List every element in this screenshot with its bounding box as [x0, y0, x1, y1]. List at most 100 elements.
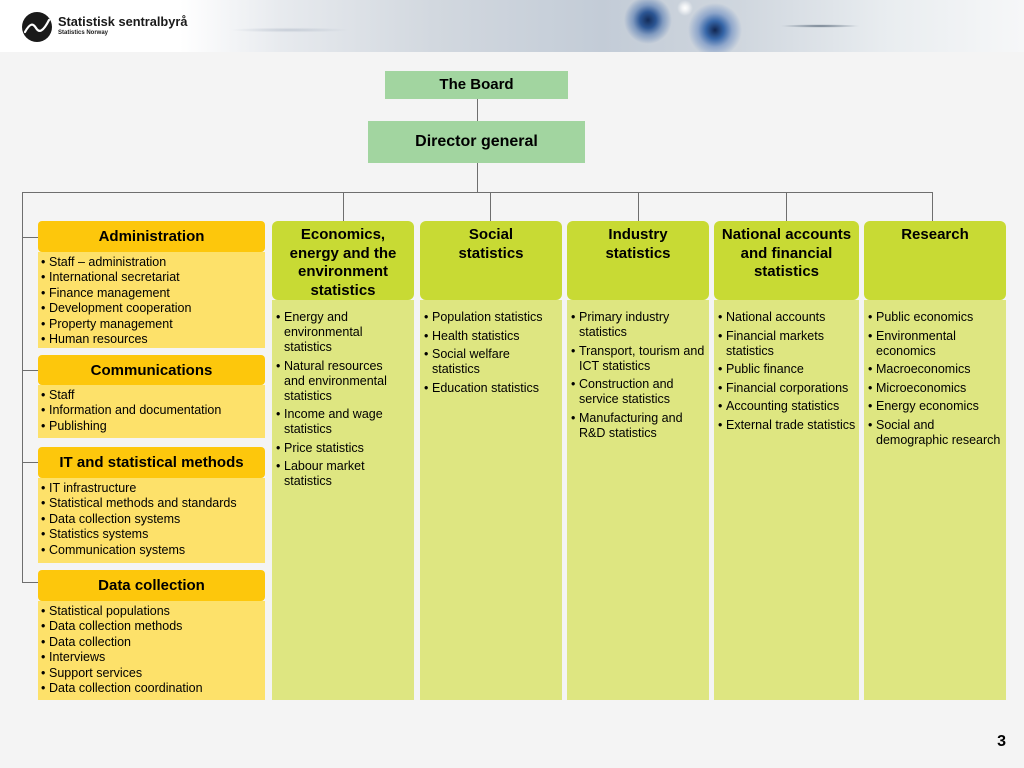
- staff-unit-item: Communication systems: [41, 543, 265, 559]
- department-header: National accounts and financial statisti…: [714, 221, 859, 300]
- department-item: Transport, tourism and ICT statistics: [571, 344, 707, 374]
- connector-staff-tick: [22, 582, 38, 583]
- page-number: 3: [997, 733, 1006, 750]
- staff-unit-item: Data collection methods: [41, 619, 265, 635]
- staff-unit-item: IT infrastructure: [41, 481, 265, 497]
- department-item: Energy economics: [868, 399, 1004, 414]
- connector-drop: [490, 192, 491, 221]
- department-item: Financial markets statistics: [718, 329, 857, 359]
- connector-staff-tick: [22, 370, 38, 371]
- staff-unit-item: Data collection: [41, 635, 265, 651]
- ssb-logo-icon: [22, 12, 52, 42]
- department-item: Public economics: [868, 310, 1004, 325]
- department-item: Environmental economics: [868, 329, 1004, 359]
- department-header: Social statistics: [420, 221, 562, 300]
- staff-unit-item: Staff – administration: [41, 255, 265, 271]
- department-research: Public economicsEnvironmental economicsM…: [864, 221, 1006, 700]
- staff-unit-body: Staff – administrationInternational secr…: [38, 252, 265, 348]
- logo-title: Statistisk sentralbyrå: [58, 14, 188, 29]
- department-item: Health statistics: [424, 329, 552, 344]
- department-item-list: Energy and environmental statisticsNatur…: [272, 300, 399, 489]
- connector-staff-tick: [22, 462, 38, 463]
- connector-director-down: [477, 163, 478, 192]
- staff-unit-item: Support services: [41, 666, 265, 682]
- staff-unit-header: Administration: [38, 221, 265, 252]
- staff-unit-item: Interviews: [41, 650, 265, 666]
- staff-unit-item: Human resources: [41, 332, 265, 348]
- department-item: External trade statistics: [718, 418, 857, 433]
- department-body: Population statisticsHealth statisticsSo…: [420, 300, 562, 700]
- staff-unit-item: Publishing: [41, 419, 265, 435]
- staff-unit-header: Data collection: [38, 570, 265, 601]
- department-title: Industry statistics: [605, 226, 671, 262]
- department-title: National accounts and financial statisti…: [721, 226, 852, 280]
- department-item: Labour market statistics: [276, 459, 399, 489]
- department-item-list: Public economicsEnvironmental economicsM…: [864, 300, 1004, 448]
- staff-unit-body: StaffInformation and documentationPublis…: [38, 385, 265, 438]
- department-item: Population statistics: [424, 310, 552, 325]
- department-item: Macroeconomics: [868, 362, 1004, 377]
- department-body: Public economicsEnvironmental economicsM…: [864, 300, 1006, 700]
- staff-unit-header: Communications: [38, 355, 265, 385]
- department-item: National accounts: [718, 310, 857, 325]
- staff-unit-item: Information and documentation: [41, 403, 265, 419]
- department-item: Financial corporations: [718, 381, 857, 396]
- staff-unit-item: Property management: [41, 317, 265, 333]
- department-item: Income and wage statistics: [276, 407, 399, 437]
- connector-drop: [638, 192, 639, 221]
- department-body: Primary industry statisticsTransport, to…: [567, 300, 709, 700]
- staff-unit-header: IT and statistical methods: [38, 447, 265, 478]
- staff-unit-title: Administration: [98, 228, 205, 245]
- staff-unit-title: Data collection: [98, 577, 205, 594]
- connector-staff-tick: [22, 237, 38, 238]
- department-header: Industry statistics: [567, 221, 709, 300]
- logo-subtitle: Statistics Norway: [58, 30, 109, 36]
- department-title: Economics, energy and the environment st…: [289, 226, 397, 299]
- connector-horizontal: [22, 192, 933, 193]
- department-item: Social welfare statistics: [424, 347, 552, 377]
- department-item-list: National accountsFinancial markets stati…: [714, 300, 857, 433]
- department-national-accounts-financial: National accountsFinancial markets stati…: [714, 221, 859, 700]
- department-item: Manufacturing and R&D statistics: [571, 411, 707, 441]
- connector-staff-spine: [22, 192, 23, 583]
- staff-unit-item: Data collection systems: [41, 512, 265, 528]
- department-item: Microeconomics: [868, 381, 1004, 396]
- staff-unit-item: International secretariat: [41, 270, 265, 286]
- staff-unit-item-list: Staff – administrationInternational secr…: [38, 252, 265, 348]
- connector-drop: [932, 192, 933, 221]
- department-body: National accountsFinancial markets stati…: [714, 300, 859, 700]
- director-general-box: Director general: [368, 121, 585, 163]
- department-item: Price statistics: [276, 441, 399, 456]
- staff-unit-item: Development cooperation: [41, 301, 265, 317]
- staff-unit-title: Communications: [90, 361, 213, 379]
- department-title: Research: [901, 226, 969, 243]
- board-box: The Board: [385, 71, 568, 99]
- staff-unit-data-collection: Data collection Statistical populationsD…: [38, 570, 265, 700]
- staff-unit-item-list: Statistical populationsData collection m…: [38, 601, 265, 697]
- department-item: Construction and service statistics: [571, 377, 707, 407]
- staff-unit-title: IT and statistical methods: [59, 454, 244, 471]
- department-item: Energy and environmental statistics: [276, 310, 399, 355]
- staff-unit-item-list: StaffInformation and documentationPublis…: [38, 385, 265, 435]
- department-item: Social and demographic research: [868, 418, 1004, 448]
- connector-board-director: [477, 99, 478, 121]
- connector-drop: [786, 192, 787, 221]
- department-header: Research: [864, 221, 1006, 300]
- department-social-statistics: Population statisticsHealth statisticsSo…: [420, 221, 562, 700]
- department-item: Public finance: [718, 362, 857, 377]
- header-banner: Statistisk sentralbyrå Statistics Norway: [0, 0, 1024, 52]
- staff-unit-item: Statistics systems: [41, 527, 265, 543]
- department-item: Natural resources and environmental stat…: [276, 359, 399, 404]
- staff-unit-administration: Administration Staff – administrationInt…: [38, 221, 265, 348]
- connector-drop: [343, 192, 344, 221]
- department-item-list: Population statisticsHealth statisticsSo…: [420, 300, 552, 396]
- department-industry-statistics: Primary industry statisticsTransport, to…: [567, 221, 709, 700]
- department-item: Primary industry statistics: [571, 310, 707, 340]
- staff-unit-item: Statistical populations: [41, 604, 265, 620]
- department-title: Social statistics: [458, 226, 524, 262]
- department-item: Education statistics: [424, 381, 552, 396]
- staff-unit-item: Staff: [41, 388, 265, 404]
- department-header: Economics, energy and the environment st…: [272, 221, 414, 300]
- department-economics-energy-environment: Energy and environmental statisticsNatur…: [272, 221, 414, 700]
